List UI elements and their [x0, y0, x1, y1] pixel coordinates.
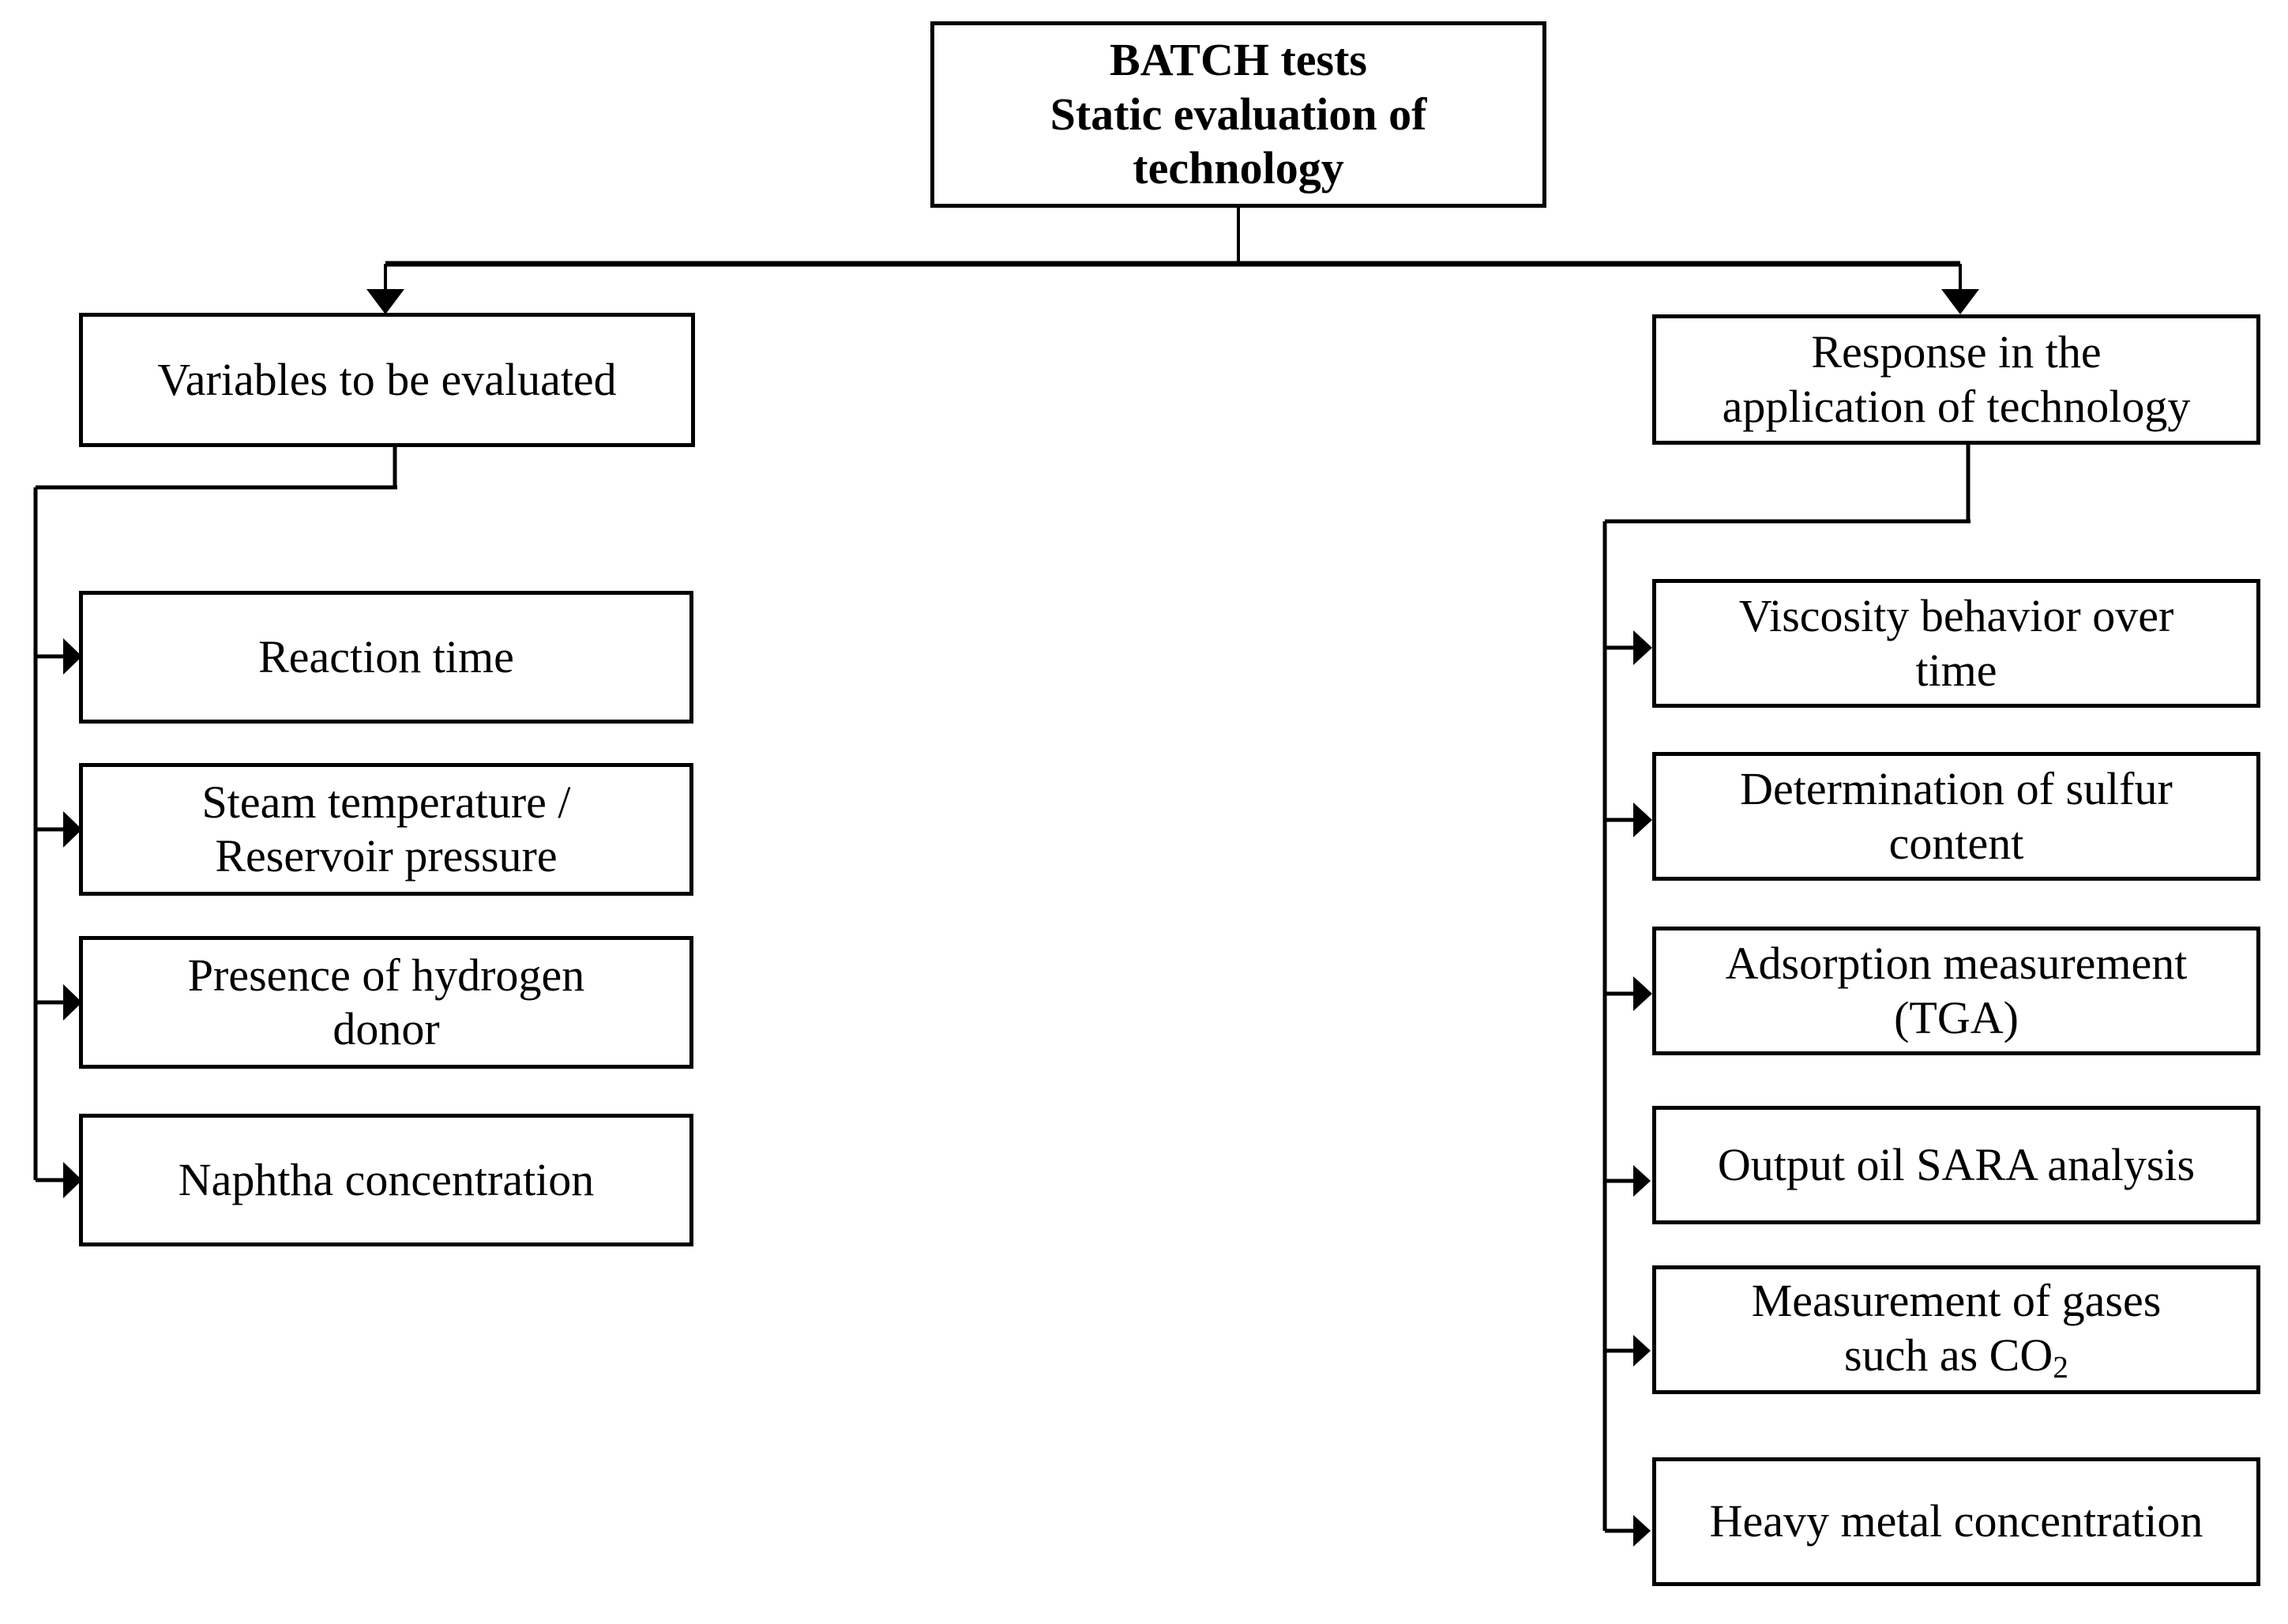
node-viscosity-label: Viscosity behavior over time: [1738, 590, 2174, 696]
node-root-label: BATCH tests Static evaluation of technol…: [1050, 34, 1427, 194]
node-sara-analysis-label: Output oil SARA analysis: [1717, 1138, 2196, 1190]
node-root-batch-tests[interactable]: BATCH tests Static evaluation of technol…: [930, 21, 1546, 208]
node-gas-measurement-text: Measurement of gases such as CO: [1751, 1275, 2162, 1381]
co2-subscript: 2: [2053, 1349, 2068, 1385]
node-reaction-time-label: Reaction time: [258, 630, 514, 682]
node-variables-to-be-evaluated[interactable]: Variables to be evaluated: [79, 313, 695, 447]
node-steam-temperature-label: Steam temperature / Reservoir pressure: [201, 776, 571, 882]
node-presence-of-hydrogen-donor[interactable]: Presence of hydrogen donor: [79, 936, 693, 1069]
node-variables-label: Variables to be evaluated: [157, 353, 617, 405]
node-reaction-time[interactable]: Reaction time: [79, 591, 693, 724]
node-output-oil-sara-analysis[interactable]: Output oil SARA analysis: [1652, 1106, 2260, 1224]
node-adsorption-tga-label: Adsorption measurement (TGA): [1725, 938, 2188, 1043]
node-sulfur-content-label: Determination of sulfur content: [1740, 763, 2173, 869]
node-steam-temperature-reservoir-pressure[interactable]: Steam temperature / Reservoir pressure: [79, 763, 693, 896]
node-gas-measurement-label: Measurement of gases such as CO2: [1656, 1274, 2256, 1385]
node-determination-of-sulfur-content[interactable]: Determination of sulfur content: [1652, 752, 2260, 881]
node-viscosity-behavior-over-time[interactable]: Viscosity behavior over time: [1652, 579, 2260, 708]
node-measurement-of-gases-co2[interactable]: Measurement of gases such as CO2: [1652, 1265, 2260, 1394]
node-naphtha-concentration[interactable]: Naphtha concentration: [79, 1114, 693, 1246]
node-heavy-metal-concentration[interactable]: Heavy metal concentration: [1652, 1457, 2260, 1586]
node-adsorption-measurement-tga[interactable]: Adsorption measurement (TGA): [1652, 927, 2260, 1055]
node-response-application-of-technology[interactable]: Response in the application of technolog…: [1652, 314, 2260, 445]
node-response-label: Response in the application of technolog…: [1722, 326, 2191, 432]
node-naphtha-concentration-label: Naphtha concentration: [178, 1153, 595, 1205]
node-hydrogen-donor-label: Presence of hydrogen donor: [187, 949, 585, 1054]
root-stem: [366, 208, 1979, 314]
node-heavy-metal-label: Heavy metal concentration: [1709, 1495, 2203, 1547]
